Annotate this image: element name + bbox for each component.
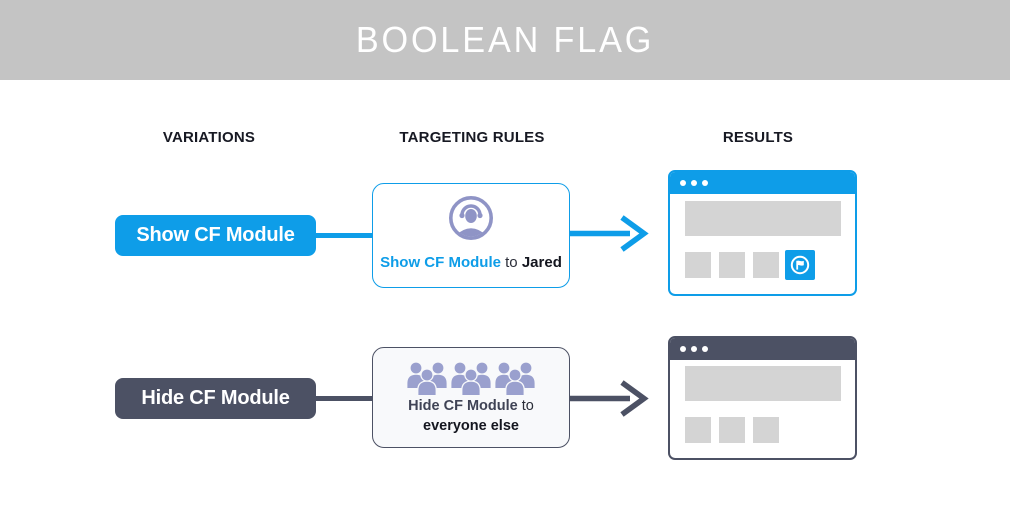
window-dot bbox=[702, 346, 708, 352]
targeting-rule-card-show: Show CF Module to Jared bbox=[372, 183, 570, 288]
cf-module-tile bbox=[785, 250, 815, 280]
content-placeholder-banner bbox=[685, 201, 841, 236]
content-placeholder-block bbox=[685, 252, 711, 278]
rule-flag-name: Show CF Module bbox=[380, 254, 501, 271]
result-browser-hide bbox=[668, 336, 857, 460]
header-banner: BOOLEAN FLAG bbox=[0, 0, 1010, 80]
flow-arrow-hide bbox=[570, 376, 650, 421]
crowd-icon bbox=[405, 361, 537, 401]
connector-line-hide bbox=[315, 396, 373, 401]
rule-flag-name: Hide CF Module bbox=[408, 398, 518, 414]
content-placeholder-block bbox=[719, 252, 745, 278]
window-dot bbox=[691, 180, 697, 186]
browser-titlebar bbox=[670, 338, 855, 360]
content-placeholder-block bbox=[753, 252, 779, 278]
variation-pill-show-cf-module: Show CF Module bbox=[115, 215, 316, 256]
flow-arrow-show bbox=[570, 211, 650, 256]
variation-pill-label: Hide CF Module bbox=[141, 387, 290, 409]
window-dot bbox=[702, 180, 708, 186]
connector-line-show bbox=[315, 233, 373, 238]
rule-audience: everyone else bbox=[423, 418, 519, 434]
content-placeholder-block bbox=[685, 417, 711, 443]
rule-audience: Jared bbox=[521, 254, 562, 271]
column-label-targeting-rules: TARGETING RULES bbox=[399, 129, 545, 146]
user-avatar-icon bbox=[447, 194, 495, 242]
diagram-title: BOOLEAN FLAG bbox=[355, 19, 655, 60]
targeting-rule-text: Show CF Module to Jared bbox=[373, 254, 569, 271]
flag-icon bbox=[790, 255, 810, 275]
targeting-rule-card-hide: Hide CF Module to everyone else bbox=[372, 347, 570, 448]
rule-connector-word: to bbox=[500, 254, 522, 271]
content-placeholder-block bbox=[753, 417, 779, 443]
window-dot bbox=[691, 346, 697, 352]
rule-connector-word: to bbox=[517, 398, 534, 414]
content-placeholder-block bbox=[719, 417, 745, 443]
column-label-variations: VARIATIONS bbox=[162, 129, 256, 146]
window-dot bbox=[680, 180, 686, 186]
column-label-results: RESULTS bbox=[722, 129, 794, 146]
window-dot bbox=[680, 346, 686, 352]
targeting-rule-text: Hide CF Module to everyone else bbox=[373, 396, 569, 436]
variation-pill-label: Show CF Module bbox=[136, 224, 295, 246]
result-browser-show bbox=[668, 170, 857, 296]
variation-pill-hide-cf-module: Hide CF Module bbox=[115, 378, 316, 419]
content-placeholder-banner bbox=[685, 366, 841, 401]
browser-titlebar bbox=[670, 172, 855, 194]
